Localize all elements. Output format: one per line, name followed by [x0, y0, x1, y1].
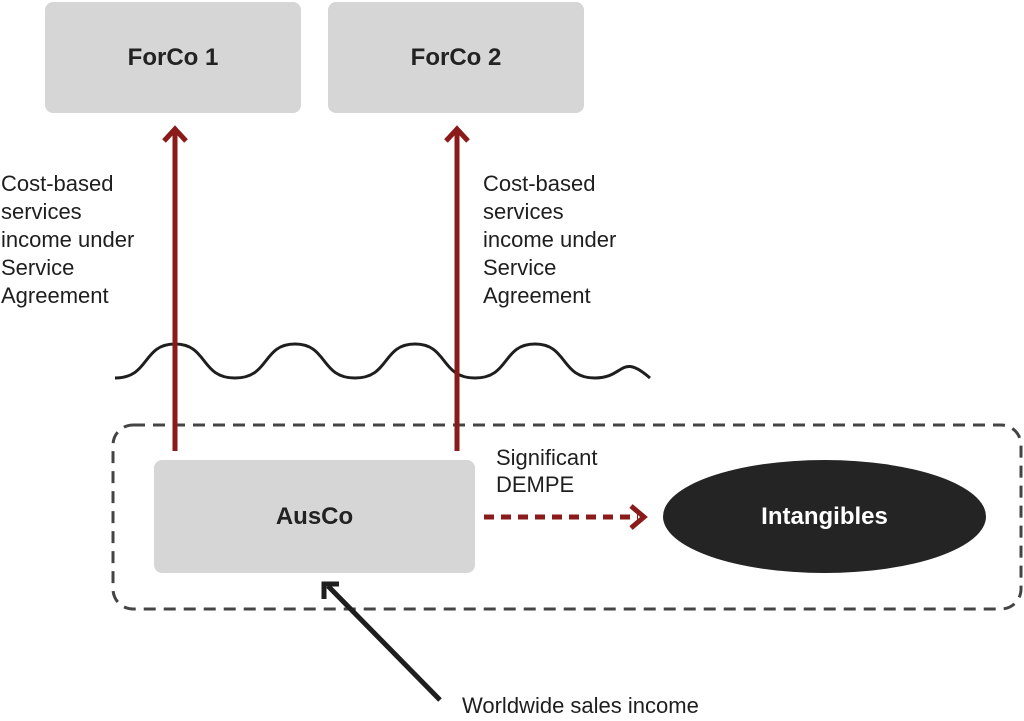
- forco2-box: ForCo 2: [328, 2, 584, 113]
- forco1-label: ForCo 1: [127, 43, 219, 71]
- arrowhead-forco1: [162, 125, 188, 143]
- arrowhead-intangibles: [629, 504, 648, 530]
- sales-income-label: Worldwide sales income: [462, 693, 699, 718]
- services-income-label-left: Cost-based services income under Service…: [1, 171, 135, 308]
- ausco-label: AusCo: [275, 502, 354, 530]
- border-wave-line: [114, 342, 651, 380]
- arrow-sales-to-ausco: [326, 584, 442, 702]
- ausco-group-boundary: [111, 423, 1023, 611]
- intangibles-ellipse: Intangibles: [663, 460, 986, 573]
- services-income-label-right: Cost-based services income under Service…: [483, 171, 617, 308]
- forco2-label: ForCo 2: [410, 43, 502, 71]
- forco1-box: ForCo 1: [45, 2, 301, 113]
- arrowhead-forco2: [444, 125, 470, 143]
- arrowhead-ausco: [321, 581, 339, 599]
- ausco-box: AusCo: [154, 460, 475, 573]
- intangibles-label: Intangibles: [761, 502, 888, 530]
- dempe-label: Significant DEMPE: [496, 445, 598, 497]
